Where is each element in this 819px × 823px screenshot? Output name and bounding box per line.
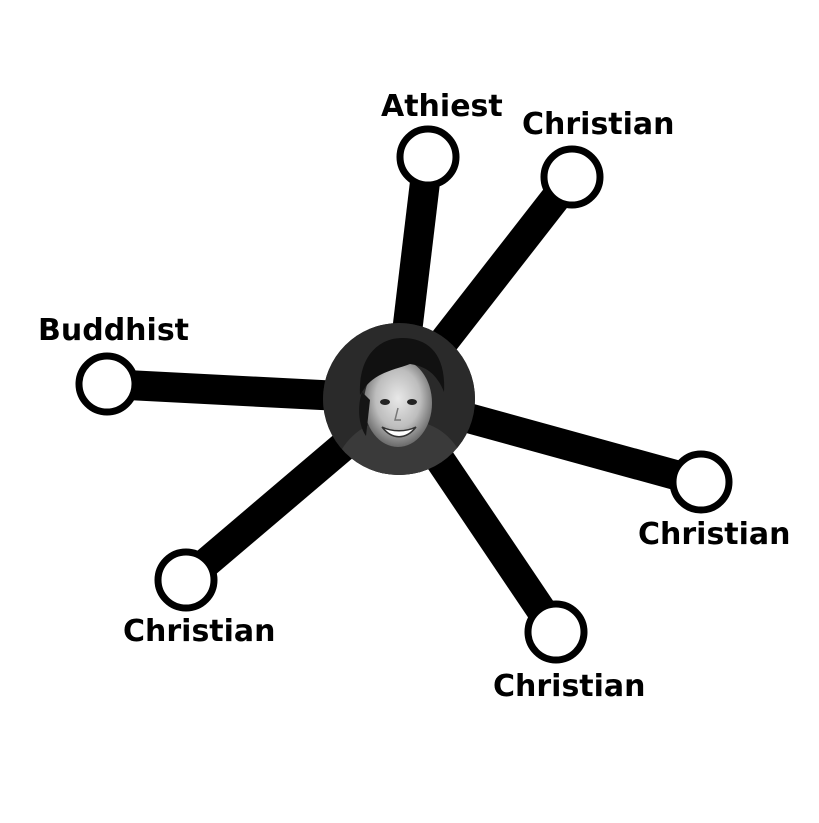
node-circle-n3 (75, 352, 139, 416)
node-label-christian-top-right: Christian (522, 107, 675, 142)
node-circle-n6 (154, 548, 218, 612)
node-circle-n2 (540, 145, 604, 209)
node-label-athiest: Athiest (381, 89, 503, 124)
node-label-christian-right: Christian (638, 517, 791, 552)
node-circle-n1 (396, 125, 460, 189)
node-label-buddhist: Buddhist (38, 313, 190, 348)
hair-shape (359, 338, 445, 395)
node-circle-n4 (669, 450, 733, 514)
nodes-group (75, 125, 733, 664)
face-shape (364, 359, 432, 447)
avatar-photo (323, 323, 475, 475)
node-circle-n5 (524, 600, 588, 664)
node-label-christian-bottom-left: Christian (123, 614, 276, 649)
center-avatar (323, 323, 475, 475)
node-label-christian-bottom: Christian (493, 669, 646, 704)
